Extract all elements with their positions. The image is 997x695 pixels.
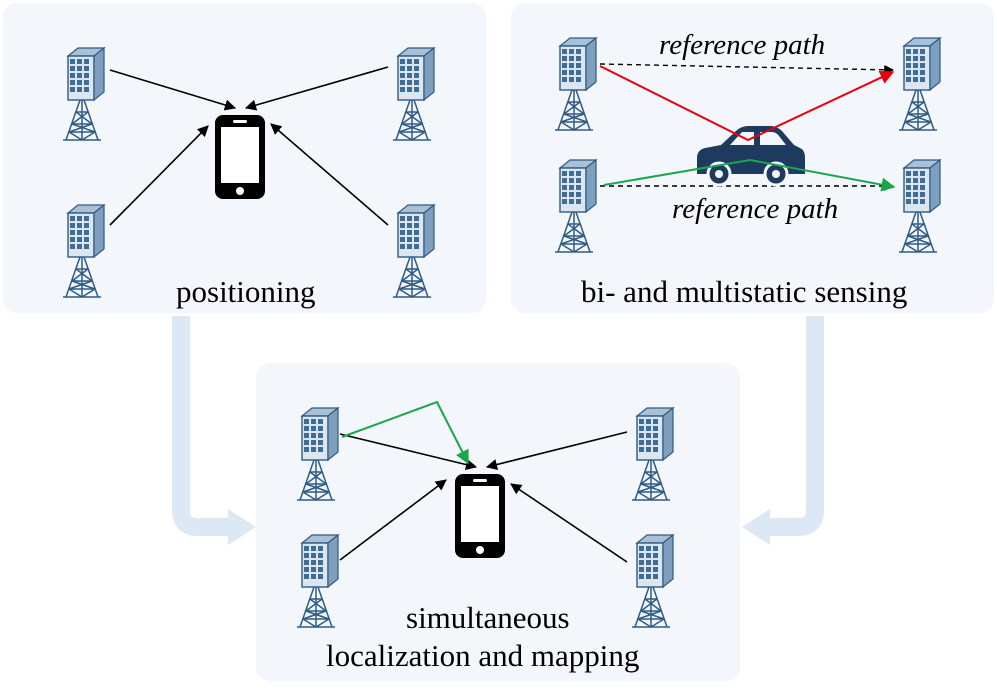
reference-path-label-bottom: reference path	[672, 193, 839, 225]
slam-caption-line2: localization and mapping	[326, 638, 640, 673]
reflected-paths	[599, 65, 896, 192]
slam-links	[339, 431, 628, 563]
reference-path-lines	[599, 63, 894, 191]
base-station-icon	[392, 47, 435, 141]
base-station-icon	[631, 534, 674, 628]
smartphone-icon	[455, 474, 505, 558]
base-station-icon	[898, 37, 941, 131]
base-station-icon	[296, 407, 339, 501]
flow-arrow-right	[742, 316, 824, 545]
positioning-caption: positioning	[176, 274, 316, 309]
multistatic-caption: bi- and multistatic sensing	[581, 274, 908, 309]
slam-reflected-path	[341, 400, 469, 465]
reference-path-label-top: reference path	[659, 29, 826, 61]
base-station-icon	[631, 407, 674, 501]
base-station-icon	[554, 159, 597, 253]
smartphone-icon	[215, 115, 265, 199]
car-icon	[697, 126, 805, 187]
slam-caption-line1: simultaneous	[406, 600, 570, 635]
positioning-links	[109, 66, 389, 226]
base-station-icon	[62, 204, 105, 298]
flow-arrow-left	[172, 316, 256, 545]
base-station-icon	[62, 47, 105, 141]
base-station-icon	[898, 159, 941, 253]
base-station-icon	[392, 204, 435, 298]
base-station-icon	[554, 37, 597, 131]
base-station-icon	[296, 534, 339, 628]
